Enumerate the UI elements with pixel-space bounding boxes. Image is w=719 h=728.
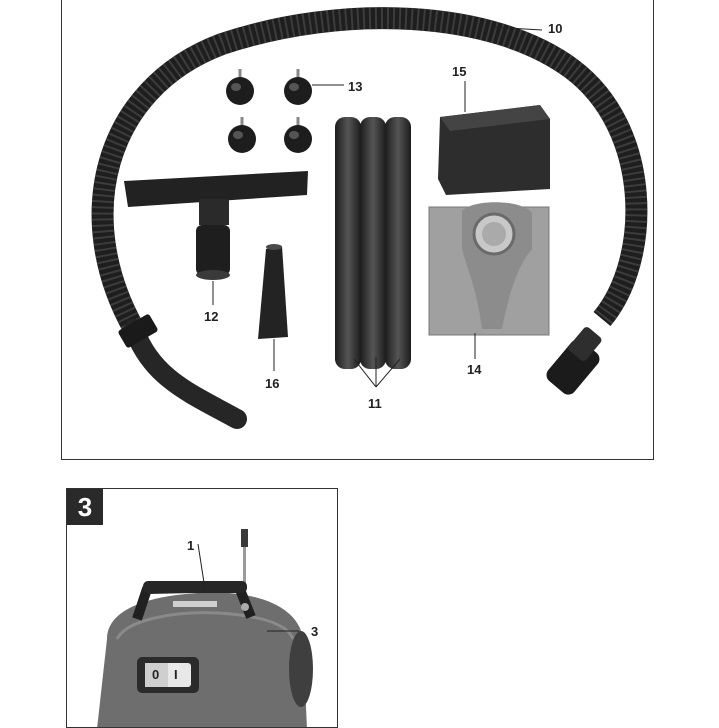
hose: [91, 7, 648, 429]
figure-3: 3 1 3 0 I: [66, 488, 338, 728]
callout-crevice-nozzle: 16: [265, 376, 280, 391]
castor-wheels: [226, 69, 312, 153]
callout-screw: 3: [311, 624, 319, 639]
switch-on-label: I: [174, 667, 178, 682]
callout-handle: 1: [187, 538, 195, 553]
extension-tubes: [335, 117, 411, 369]
filter-bag: [428, 202, 550, 336]
callout-hose: 10: [548, 21, 563, 36]
figure-number-badge: 3: [67, 489, 103, 525]
callout-foam-filter: 15: [452, 64, 467, 79]
crevice-nozzle: [258, 244, 288, 339]
accessories-figure: 10 13 15 12 16 11 14: [61, 0, 654, 460]
callout-extension-tubes: 11: [368, 396, 382, 411]
accessories-illustration: [91, 7, 648, 429]
callout-filter-bag: 14: [467, 362, 482, 377]
foam-filter: [438, 105, 550, 195]
vacuum-head-illustration: [97, 529, 313, 727]
callout-floor-nozzle: 12: [204, 309, 219, 324]
switch-off-label: 0: [152, 667, 160, 682]
floor-nozzle: [124, 171, 308, 280]
callout-castor-wheels: 13: [348, 79, 363, 94]
